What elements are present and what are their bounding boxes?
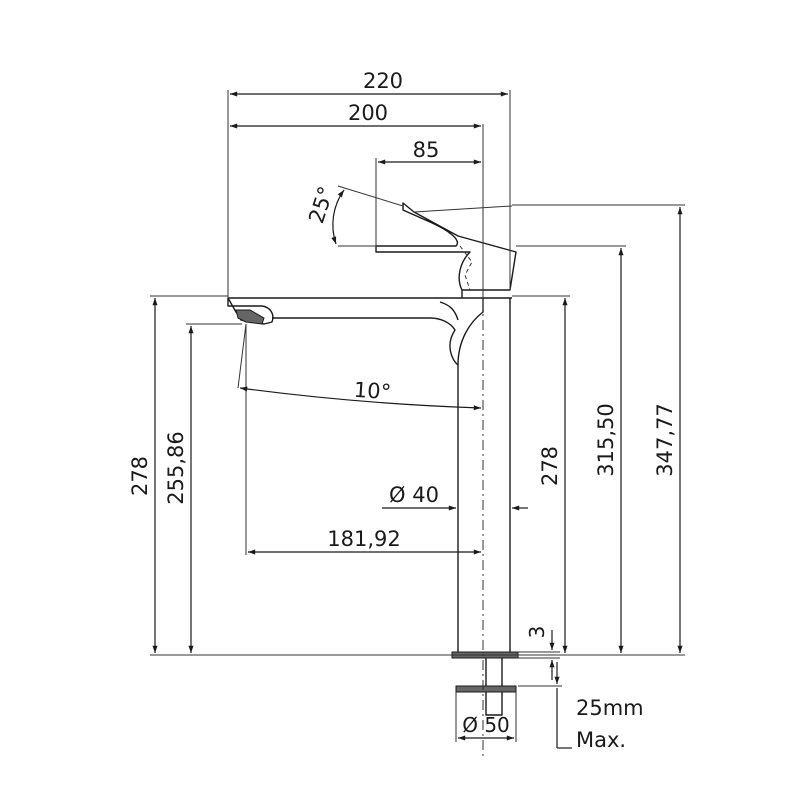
- dim-278-left: 278: [128, 295, 228, 654]
- dim-220-label: 220: [363, 69, 403, 93]
- dim-85-label: 85: [413, 138, 440, 162]
- dim-25mm-label: 25mm: [576, 696, 644, 720]
- dim-315-label: 315,50: [594, 403, 618, 476]
- dim-315: 315,50: [516, 245, 626, 654]
- dim-347: 347,77: [512, 204, 685, 654]
- angle-25: 25°: [304, 183, 404, 247]
- dim-181: 181,92: [248, 527, 481, 555]
- faucet-outline: [227, 202, 519, 716]
- dim-dia-50-label: Ø 50: [462, 713, 510, 737]
- dim-dia-40-label: Ø 40: [389, 483, 439, 507]
- dim-dia-40: Ø 40: [382, 483, 528, 511]
- dim-278-right: 278: [512, 295, 570, 654]
- angle-10: 10°: [237, 323, 482, 555]
- dim-181-label: 181,92: [327, 527, 400, 551]
- angle-10-label: 10°: [353, 378, 392, 405]
- dim-3-label: 3: [525, 626, 549, 639]
- dim-278-right-label: 278: [538, 446, 562, 486]
- dim-255-label: 255,86: [164, 431, 188, 504]
- dim-347-label: 347,77: [653, 403, 677, 476]
- dim-max-label: Max.: [576, 728, 626, 752]
- dim-278-left-label: 278: [128, 456, 152, 496]
- dim-25mm-max: 25mm Max.: [518, 662, 644, 752]
- dim-3: 3: [518, 626, 560, 680]
- dim-220: 220: [227, 69, 511, 298]
- dim-dia-50: Ø 50: [455, 692, 517, 742]
- dim-200: 200: [230, 101, 484, 300]
- dim-255: 255,86: [164, 323, 242, 654]
- dim-85: 85: [375, 138, 481, 248]
- dim-200-label: 200: [348, 101, 388, 125]
